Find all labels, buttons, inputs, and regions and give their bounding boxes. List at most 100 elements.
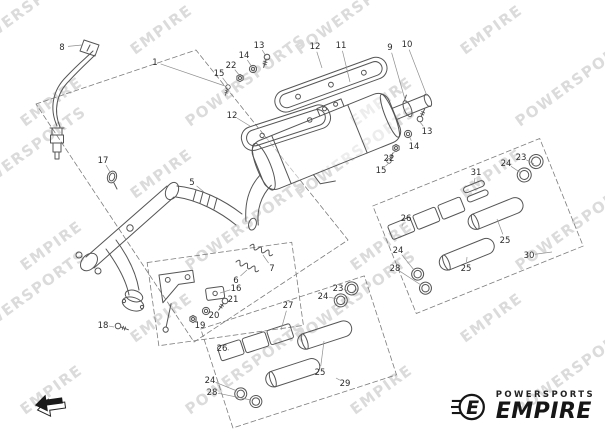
part-callout-5: 5 xyxy=(189,178,194,188)
leader-lines xyxy=(67,44,553,401)
brand-logo: E POWERSPORTS EMPIRE xyxy=(450,389,595,425)
part-callout-23: 23 xyxy=(333,284,344,294)
leader-line-17 xyxy=(105,165,111,173)
watermark-text: EMPIRE xyxy=(347,361,416,418)
part-callout-1: 1 xyxy=(152,58,157,68)
part-callout-14: 14 xyxy=(239,51,250,61)
brand-emblem-icon: E xyxy=(450,393,485,421)
part-callout-30: 30 xyxy=(524,251,535,261)
part-callout-24: 24 xyxy=(318,292,329,302)
part-callout-22: 22 xyxy=(226,61,237,71)
part-callout-10: 10 xyxy=(402,40,413,50)
leader-line-14 xyxy=(408,135,412,141)
leader-line-18 xyxy=(108,325,115,328)
leader-line-27 xyxy=(280,310,287,331)
leader-line-15 xyxy=(385,162,390,167)
part-callout-18: 18 xyxy=(98,321,109,331)
heat-shield-lower xyxy=(240,104,332,151)
part-callout-27: 27 xyxy=(283,301,294,311)
brand-name-bottom: EMPIRE xyxy=(495,398,592,424)
part-callout-9: 9 xyxy=(387,43,392,53)
leader-line-22 xyxy=(234,69,241,77)
watermark-text: EMPIRE xyxy=(127,289,196,346)
heat-shield-upper xyxy=(274,56,388,113)
part-callout-22: 22 xyxy=(384,154,395,164)
mounting-brackets xyxy=(146,241,304,347)
part-callout-20: 20 xyxy=(209,311,220,321)
gasket-kit-bottom xyxy=(200,275,397,429)
part-callout-13: 13 xyxy=(422,127,433,137)
leader-line-28 xyxy=(399,270,422,286)
header-pipe xyxy=(75,181,180,312)
spring-part xyxy=(234,257,261,275)
part-callout-25: 25 xyxy=(461,264,472,274)
part-callout-12: 12 xyxy=(227,111,238,121)
part-callout-8: 8 xyxy=(59,43,64,53)
part-callout-25: 25 xyxy=(500,236,511,246)
leader-line-14 xyxy=(247,59,253,68)
leader-line-29 xyxy=(335,377,340,381)
part-callout-15: 15 xyxy=(214,69,225,79)
leader-line-12 xyxy=(236,117,251,127)
part-callout-24: 24 xyxy=(393,246,404,256)
part-callout-26: 26 xyxy=(401,214,412,224)
watermark-text: POWERSPORTS xyxy=(512,30,605,130)
leader-line-21 xyxy=(226,302,229,304)
leader-line-11 xyxy=(342,50,351,83)
muffler xyxy=(245,92,433,231)
assembly-boundary-box xyxy=(35,49,349,343)
part-callout-24: 24 xyxy=(501,159,512,169)
leader-line-24 xyxy=(215,381,238,392)
leader-line-8 xyxy=(67,44,83,47)
oxygen-sensor xyxy=(49,39,100,160)
part-callout-11: 11 xyxy=(336,41,347,51)
leader-line-15 xyxy=(222,77,229,86)
leader-line-30 xyxy=(534,251,553,255)
part-callout-17: 17 xyxy=(98,156,109,166)
leader-line-25 xyxy=(496,218,504,235)
leader-line-31 xyxy=(473,177,476,185)
brand-name-top: POWERSPORTS xyxy=(495,390,595,401)
leader-line-13 xyxy=(261,49,267,57)
watermark-text: EMPIRE xyxy=(457,289,526,346)
part-callout-24: 24 xyxy=(205,376,216,386)
watermark-text: POWERSPORTS xyxy=(0,0,90,58)
leader-line-24 xyxy=(328,296,339,300)
part-callout-25: 25 xyxy=(315,368,326,378)
leader-line-23 xyxy=(343,289,350,292)
leader-line-19 xyxy=(194,318,197,321)
leader-line-13 xyxy=(419,121,424,127)
mid-pipe xyxy=(175,185,243,226)
part-callout-26: 26 xyxy=(217,344,228,354)
leader-line-26 xyxy=(401,223,404,227)
watermark-text: POWERSPORTS xyxy=(182,30,310,130)
exhaust-clamp xyxy=(106,170,118,190)
leader-line-1 xyxy=(160,63,226,87)
leader-line-10 xyxy=(408,49,428,97)
leader-line-22 xyxy=(392,149,397,154)
watermark-text: EMPIRE xyxy=(457,1,526,58)
part-callout-29: 29 xyxy=(340,379,351,389)
leader-line-7 xyxy=(262,254,269,264)
part-callout-21: 21 xyxy=(228,295,239,305)
gasket-kit-right xyxy=(372,138,584,314)
part-callout-23: 23 xyxy=(516,153,527,163)
part-callout-28: 28 xyxy=(390,264,401,274)
part-callout-7: 7 xyxy=(269,264,274,274)
leader-line-5 xyxy=(196,185,205,193)
part-callout-6: 6 xyxy=(233,276,238,286)
part-callout-12: 12 xyxy=(310,42,321,52)
leader-line-6 xyxy=(240,269,248,277)
part-callout-19: 19 xyxy=(195,321,206,331)
leader-line-28 xyxy=(217,392,252,401)
part-callout-16: 16 xyxy=(231,284,242,294)
part-callout-15: 15 xyxy=(376,166,387,176)
part-callout-31: 31 xyxy=(471,168,482,178)
leader-line-12 xyxy=(316,51,323,69)
spring-part xyxy=(248,241,275,259)
leader-line-24 xyxy=(510,166,522,174)
